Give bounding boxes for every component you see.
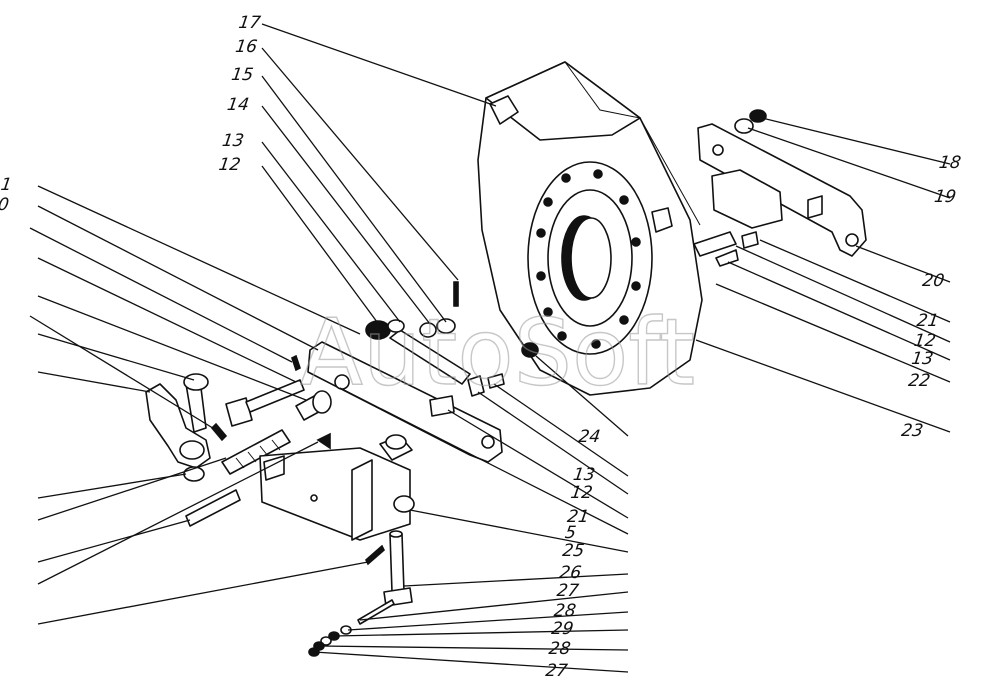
callout-28: 28 xyxy=(553,601,578,621)
callout-27: 27 xyxy=(556,581,581,601)
callout-12: 12 xyxy=(913,331,937,351)
callout-18: 18 xyxy=(938,153,963,173)
callout-10: 10 xyxy=(0,195,10,215)
central-shoe-assembly xyxy=(307,281,539,463)
leader-lines xyxy=(29,23,951,673)
pin-stack xyxy=(308,530,413,657)
right-lever-assembly xyxy=(693,109,867,267)
callout-29: 29 xyxy=(550,619,574,639)
callout-13: 13 xyxy=(910,349,934,369)
callout-12: 12 xyxy=(569,483,593,503)
callout-13: 13 xyxy=(572,465,596,485)
callout-26: 26 xyxy=(558,563,583,583)
mounting-bracket xyxy=(259,434,415,541)
bolt-holes xyxy=(536,169,641,349)
callout-19: 19 xyxy=(933,187,957,207)
callout-28: 28 xyxy=(547,639,572,659)
callout-16: 16 xyxy=(234,37,259,57)
linkage-rods xyxy=(185,354,332,527)
callout-25: 25 xyxy=(561,541,585,561)
callout-23: 23 xyxy=(900,421,924,441)
callout-22: 22 xyxy=(907,371,931,391)
callout-27: 27 xyxy=(544,661,569,681)
callout-12: 12 xyxy=(217,155,241,175)
watermark: AutoSoft xyxy=(300,299,695,406)
callout-13: 13 xyxy=(221,131,245,151)
callout-15: 15 xyxy=(230,65,254,85)
callout-17: 17 xyxy=(237,13,262,33)
bell-crank-assembly xyxy=(145,373,228,482)
callout-21: 21 xyxy=(915,311,939,331)
callout-14: 14 xyxy=(226,95,250,115)
callout-24: 24 xyxy=(577,427,601,447)
callout-11: 11 xyxy=(0,175,13,195)
callout-20: 20 xyxy=(921,271,945,291)
callout-5: 5 xyxy=(564,523,578,543)
brake-disc-housing xyxy=(477,61,703,396)
callout-21: 21 xyxy=(566,507,590,527)
callout-labels: 17 16 15 14 13 12 11 10 1 9 8 1 7 6 5 4 … xyxy=(0,13,962,681)
